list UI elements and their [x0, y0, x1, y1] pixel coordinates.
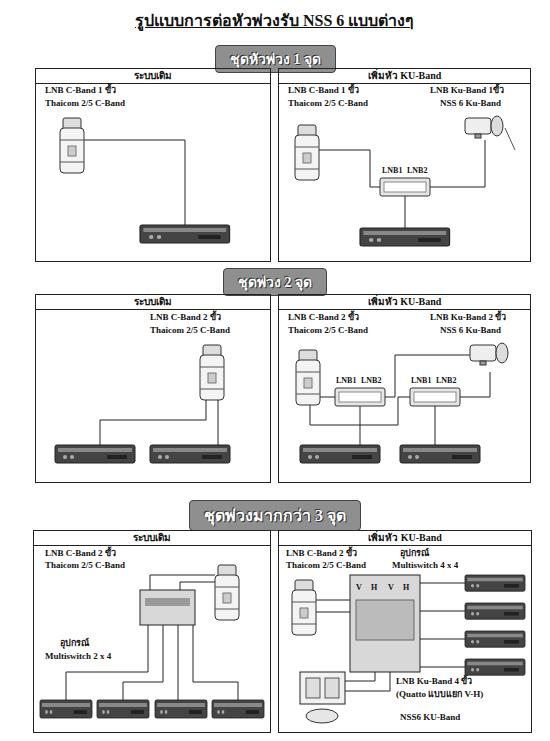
page-title: รูปแบบการต่อหัวพ่วงรับ NSS 6 แบบต่างๆ: [135, 8, 414, 33]
part-label: LNB C-Band 2 ขั้ว: [286, 548, 357, 559]
part-label: Thaicom 2/5 C-Band: [288, 98, 368, 109]
panel-heading: ระบบเดิม: [36, 295, 270, 310]
part-label: LNB1: [336, 375, 356, 386]
part-label: Thaicom 2/5 C-Band: [45, 98, 125, 109]
panel-box: ระบบเดิม: [35, 68, 271, 262]
part-label: LNB C-Band 1 ขั้ว: [45, 85, 116, 96]
part-label: LNB Ku-Band 1ขั้ว: [430, 85, 504, 96]
panel-heading: ระบบเดิม: [34, 531, 270, 546]
panel-box: เพิ่มหัว KU-Band: [278, 294, 531, 483]
part-label: V: [388, 582, 394, 593]
part-label: LNB C-Band 2 ขั้ว: [45, 548, 116, 559]
part-label: LNB2: [361, 375, 381, 386]
part-label: LNB C-Band 2 ขั้ว: [150, 312, 221, 323]
part-label: NSS6 KU-Band: [400, 712, 460, 723]
part-label: อุปกรณ์: [60, 638, 89, 649]
part-label: LNB2: [407, 165, 427, 176]
panel-heading: เพิ่มหัว KU-Band: [279, 531, 531, 546]
part-label: NSS 6 Ku-Band: [440, 98, 501, 109]
part-label: LNB C-Band 2 ขั้ว: [288, 312, 359, 323]
panel-heading: เพิ่มหัว KU-Band: [279, 295, 530, 310]
panel-heading: เพิ่มหัว KU-Band: [279, 69, 530, 84]
part-label: อุปกรณ์: [400, 548, 429, 559]
banner-text: ชุดหัวพ่วง 1 จุด: [230, 52, 321, 67]
section-banner: ชุดพ่วง 2 จุด: [223, 268, 327, 296]
part-label: V: [356, 582, 362, 593]
panel-heading: ระบบเดิม: [36, 69, 270, 84]
part-label: Thaicom 2/5 C-Band: [288, 325, 368, 336]
part-label: LNB C-Band 1 ขั้ว: [288, 85, 359, 96]
part-label: H: [403, 582, 409, 593]
part-label: Thaicom 2/5 C-Band: [150, 325, 230, 336]
part-label: NSS 6 Ku-Band: [440, 325, 501, 336]
part-label: LNB Ku-Band 2 ขั้ว: [430, 312, 506, 323]
part-label: H: [371, 582, 377, 593]
panel-box: เพิ่มหัว KU-Band: [278, 68, 531, 262]
part-label: Thaicom 2/5 C-Band: [286, 560, 366, 571]
part-label: LNB2: [436, 375, 456, 386]
part-label: Multiswitch 4 x 4: [392, 560, 458, 571]
section-banner: ชุดพ่วงมากกว่า 3 จุด: [189, 500, 361, 531]
banner-text: ชุดพ่วงมากกว่า 3 จุด: [204, 507, 346, 524]
part-label: Multiswitch 2 x 4: [45, 651, 111, 662]
part-label: LNB1: [411, 375, 431, 386]
part-label: LNB1: [382, 165, 402, 176]
part-label: LNB Ku-Band 4 ขั้ว: [396, 676, 472, 687]
part-label: (Quatto แบบแยก V-H): [396, 689, 483, 700]
banner-text: ชุดพ่วง 2 จุด: [238, 275, 312, 290]
part-label: Thaicom 2/5 C-Band: [45, 560, 125, 571]
panel-box: ระบบเดิม: [35, 294, 271, 483]
